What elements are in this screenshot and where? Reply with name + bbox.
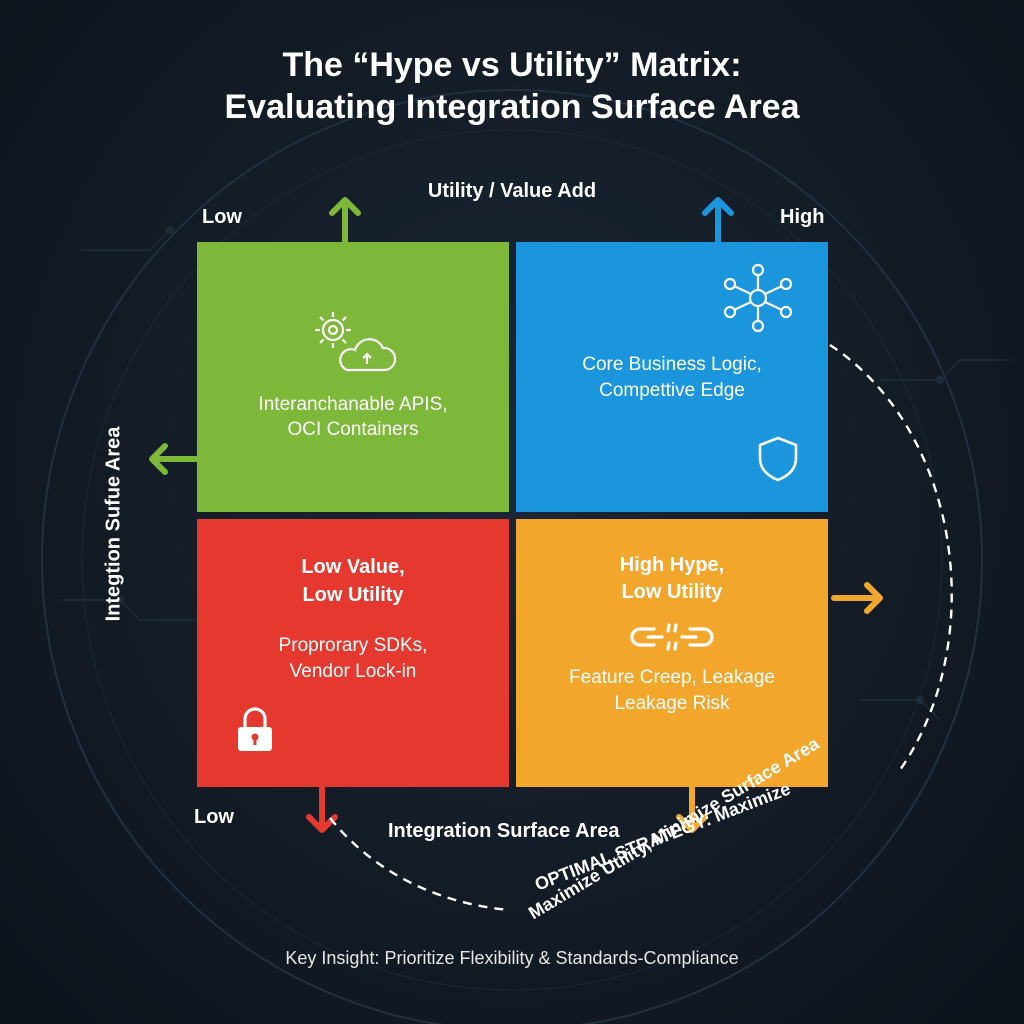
page-title-line2: Evaluating Integration Surface Area (224, 88, 800, 126)
quadrant-bottom-right: High Hype, Low Utility Feature Creep, Le… (516, 519, 828, 787)
low-top-label: Low (202, 206, 242, 228)
quadrant-tr-line2: Compettive Edge (599, 380, 745, 401)
shield-icon (758, 436, 798, 482)
quadrant-bl-heading2: Low Utility (302, 584, 404, 606)
broken-chain-icon (630, 623, 714, 651)
quadrant-top-right: Core Business Logic, Compettive Edge (516, 242, 828, 512)
arrow-up-blue-icon (702, 197, 734, 245)
quadrant-br-line2: Leakage Risk (614, 693, 730, 714)
quadrant-tl-line2: OCI Containers (287, 419, 419, 440)
quadrant-bl-heading1: Low Value, (301, 556, 405, 578)
key-insight-footer: Key Insight: Prioritize Flexibility & St… (285, 948, 739, 968)
quadrant-bl-line1: Proprorary SDKs, (278, 635, 428, 656)
page-title-line1: The “Hype vs Utility” Matrix: (282, 46, 742, 84)
low-bottom-label: Low (194, 806, 234, 828)
quadrant-br-heading2: Low Utility (621, 581, 723, 603)
gear-cloud-icon (315, 312, 397, 372)
network-hub-icon (723, 263, 793, 333)
arrow-down-orange-icon (676, 785, 708, 833)
arrow-left-green-icon (149, 443, 199, 475)
quadrant-tl-line1: Interanchanable APIS, (258, 394, 448, 415)
quadrant-bottom-left: Low Value, Low Utility Proprorary SDKs, … (197, 519, 509, 787)
quadrant-tr-line1: Core Business Logic, (582, 354, 762, 375)
quadrant-bl-line2: Vendor Lock-in (289, 661, 417, 682)
padlock-icon (238, 707, 272, 751)
high-top-label: High (780, 206, 825, 228)
bottom-axis-label: Integration Surface Area (388, 820, 620, 842)
quadrant-top-left: Interanchanable APIS, OCI Containers (197, 242, 509, 512)
arrow-up-green-icon (329, 197, 361, 245)
top-axis-label: Utility / Value Add (427, 180, 597, 202)
arrow-down-red-icon (306, 785, 338, 833)
quadrant-br-heading1: High Hype, (619, 554, 725, 576)
arrow-right-orange-icon (831, 582, 883, 614)
quadrant-br-line1: Feature Creep, Leakage (569, 667, 775, 688)
